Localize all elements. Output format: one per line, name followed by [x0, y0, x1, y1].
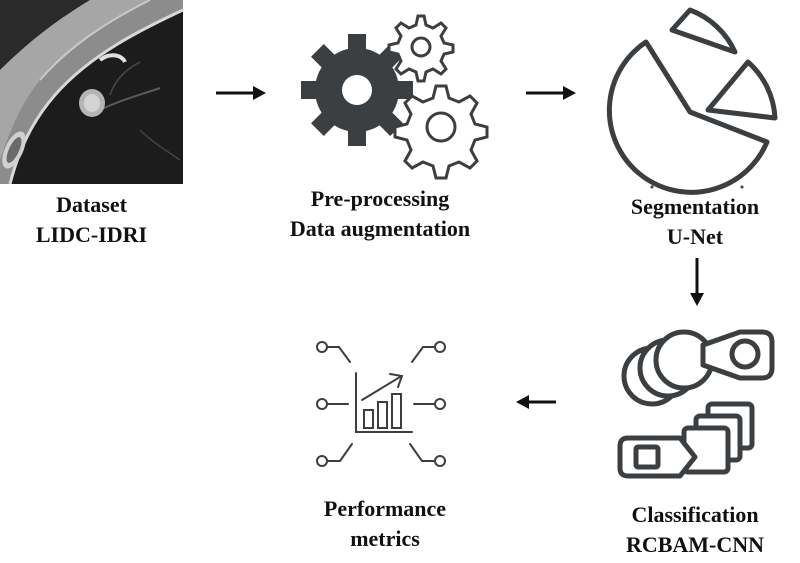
preprocessing-subtitle: Data augmentation [289, 216, 471, 241]
segmentation-title: Segmentation [630, 194, 760, 219]
dataset-subtitle: LIDC-IDRI [35, 222, 148, 247]
preprocessing-title: Pre-processing [310, 186, 450, 211]
preprocessing-label: Pre-processing Data augmentation [250, 184, 510, 244]
ct-scan-image [0, 0, 184, 185]
classification-title: Classification [631, 502, 759, 527]
metrics-chart-icon [316, 341, 446, 467]
arrow-segmentation-to-classification [690, 258, 704, 306]
shapes-categories-icon [617, 329, 775, 479]
classification-subtitle: RCBAM-CNN [625, 532, 765, 557]
gears-icon [301, 14, 489, 180]
arrow-preprocessing-to-segmentation [526, 86, 576, 100]
arrow-classification-to-performance [516, 395, 556, 409]
dataset-label: Dataset LIDC-IDRI [0, 190, 183, 250]
classification-label: Classification RCBAM-CNN [590, 500, 800, 560]
performance-subtitle: metrics [350, 526, 420, 551]
performance-title: Performance [323, 496, 447, 521]
segmentation-label: Segmentation U-Net [590, 192, 800, 252]
pie-chart-icon [606, 7, 778, 195]
segmentation-subtitle: U-Net [666, 224, 724, 249]
dataset-title: Dataset [56, 192, 127, 217]
performance-label: Performance metrics [290, 494, 480, 554]
arrow-dataset-to-preprocessing [216, 86, 266, 100]
